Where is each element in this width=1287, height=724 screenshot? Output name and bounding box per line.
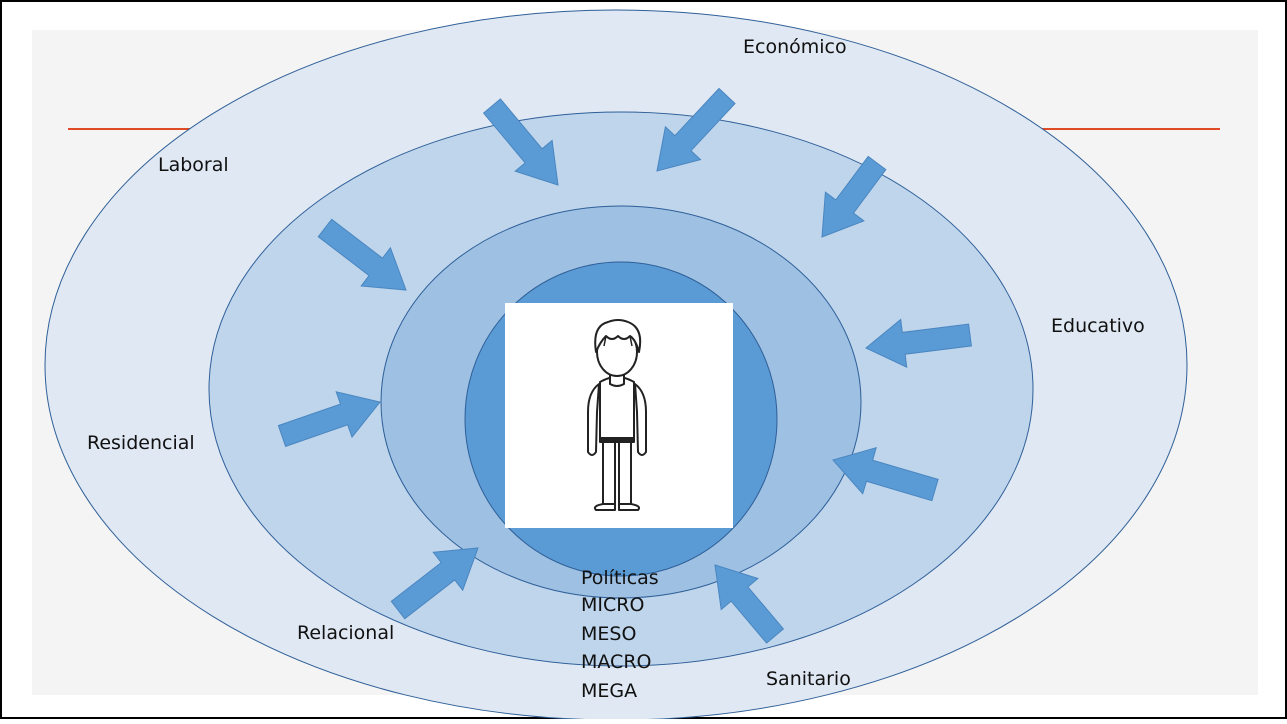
level-mega: MEGA bbox=[581, 680, 637, 702]
person-figure bbox=[505, 303, 733, 528]
hair bbox=[594, 319, 642, 353]
left-leg bbox=[602, 439, 616, 505]
label-relacional: Relacional bbox=[297, 622, 394, 644]
right-arm bbox=[634, 383, 647, 456]
left-arm bbox=[587, 383, 600, 456]
level-meso: MESO bbox=[581, 623, 636, 645]
label-laboral: Laboral bbox=[158, 154, 229, 176]
inward-arrow-4 bbox=[317, 218, 407, 291]
belt bbox=[601, 437, 633, 442]
inward-arrow-3 bbox=[821, 155, 887, 238]
right-shoe bbox=[618, 503, 641, 511]
inward-arrow-9 bbox=[714, 564, 785, 644]
inward-arrow-2 bbox=[656, 87, 736, 172]
label-economico: Económico bbox=[743, 36, 847, 58]
level-politicas: Políticas bbox=[581, 567, 659, 589]
label-educativo: Educativo bbox=[1051, 315, 1145, 337]
inward-arrow-8 bbox=[390, 547, 479, 620]
inward-arrow-6 bbox=[277, 391, 381, 448]
left-shoe bbox=[593, 503, 616, 511]
label-residencial: Residencial bbox=[87, 432, 195, 454]
label-sanitario: Sanitario bbox=[766, 668, 851, 690]
level-macro: MACRO bbox=[581, 651, 651, 673]
level-micro: MICRO bbox=[581, 594, 644, 616]
arrows-group bbox=[277, 87, 972, 644]
inward-arrow-1 bbox=[482, 98, 559, 186]
right-leg bbox=[618, 439, 632, 505]
hair-strand bbox=[603, 335, 607, 347]
hair-strand bbox=[629, 335, 633, 347]
inward-arrow-7 bbox=[832, 446, 939, 502]
inward-arrow-5 bbox=[865, 318, 972, 368]
